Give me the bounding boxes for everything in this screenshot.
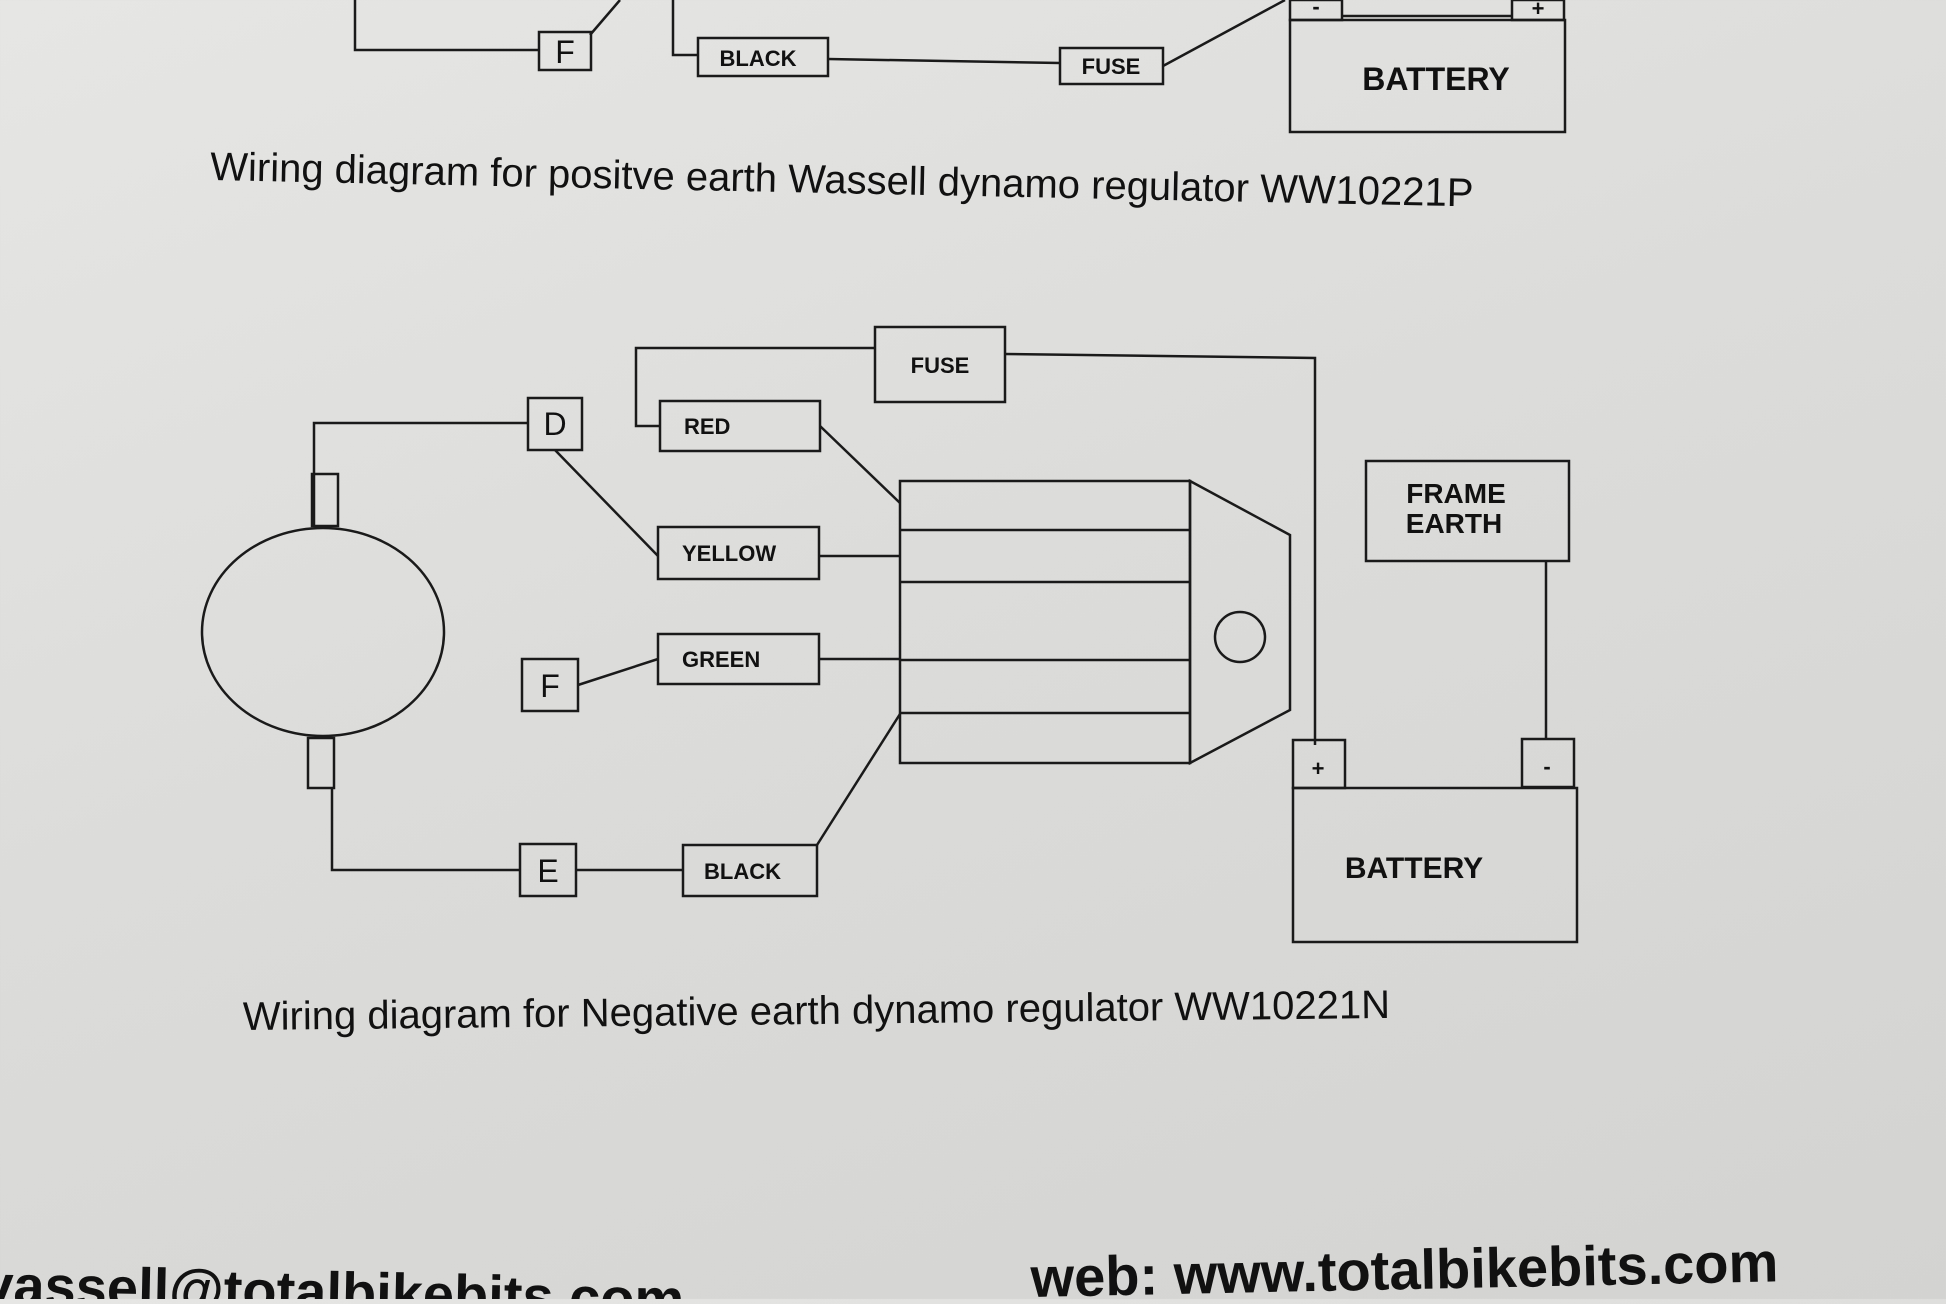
top-caption: Wiring diagram for positve earth Wassell… bbox=[210, 145, 1474, 215]
top-wire-black-left bbox=[671, 0, 698, 57]
bottom-caption: Wiring diagram for Negative earth dynamo… bbox=[243, 983, 1391, 1039]
footer-email: vassell@totalbikebits.com bbox=[0, 1253, 685, 1299]
top-terminal-f: F bbox=[555, 34, 575, 70]
battery-box bbox=[1291, 786, 1579, 944]
frame-earth-line2: EARTH bbox=[1406, 508, 1502, 539]
dynamo-body bbox=[200, 526, 446, 738]
top-terminal-f-box bbox=[537, 30, 593, 72]
terminal-d: D bbox=[543, 406, 566, 442]
battery-plus-terminal bbox=[1291, 738, 1347, 790]
top-battery-plus: + bbox=[1532, 0, 1545, 21]
regulator-mounting-hole bbox=[1213, 610, 1267, 664]
wire-black-to-regulator bbox=[815, 713, 902, 846]
wire-red-to-regulator bbox=[819, 425, 901, 504]
regulator-body bbox=[898, 479, 1192, 765]
wire-fuse-to-red bbox=[634, 346, 875, 428]
top-wire-black-fuse bbox=[827, 57, 1061, 65]
top-wire-f-diag bbox=[589, 0, 621, 36]
footer: vassell@totalbikebits.com web: www.total… bbox=[0, 1230, 1779, 1304]
bottom-diagram: FUSE D F E RED YELLOW GREEN BLACK bbox=[200, 325, 1579, 1039]
top-wire-fuse-battery bbox=[1162, 0, 1286, 68]
red-label: RED bbox=[684, 414, 730, 439]
top-diagram: F BLACK FUSE - + BATTERY Wiring diagram … bbox=[210, 0, 1567, 215]
footer-web: web: www.totalbikebits.com bbox=[1029, 1230, 1779, 1299]
black-label: BLACK bbox=[704, 859, 781, 884]
top-battery-box bbox=[1288, 18, 1567, 134]
top-black-label: BLACK bbox=[720, 46, 797, 71]
top-battery-minus: - bbox=[1312, 0, 1319, 19]
wire-dynamo-to-e bbox=[330, 788, 520, 872]
frame-earth-line1: FRAME bbox=[1406, 478, 1506, 509]
dynamo-top-brush bbox=[310, 472, 340, 528]
top-battery-label: BATTERY bbox=[1362, 61, 1510, 97]
top-battery-plus-terminal bbox=[1510, 0, 1566, 22]
battery-minus-terminal bbox=[1520, 737, 1576, 789]
wire-dynamo-to-d bbox=[312, 421, 528, 526]
wire-d-to-yellow bbox=[554, 449, 659, 557]
wire-f-to-green bbox=[577, 657, 659, 687]
battery-label: BATTERY bbox=[1345, 852, 1483, 885]
terminal-f: F bbox=[540, 668, 560, 704]
battery-minus: - bbox=[1543, 754, 1550, 779]
top-black-box bbox=[696, 36, 830, 78]
green-label: GREEN bbox=[682, 647, 760, 672]
regulator-mounting-plate bbox=[1188, 478, 1292, 766]
battery-plus: + bbox=[1312, 756, 1325, 781]
fuse-box bbox=[873, 325, 1007, 404]
wire-fuse-to-battery-plus bbox=[1004, 352, 1317, 745]
frame-earth-box bbox=[1364, 459, 1571, 563]
top-battery-minus-terminal bbox=[1288, 0, 1344, 22]
yellow-box bbox=[656, 525, 821, 581]
terminal-e: E bbox=[537, 853, 558, 889]
top-fuse-label: FUSE bbox=[1082, 54, 1141, 79]
fuse-label: FUSE bbox=[911, 353, 970, 378]
yellow-label: YELLOW bbox=[682, 541, 776, 566]
dynamo-bottom-brush bbox=[306, 736, 336, 790]
top-wire-f-left bbox=[353, 0, 540, 52]
